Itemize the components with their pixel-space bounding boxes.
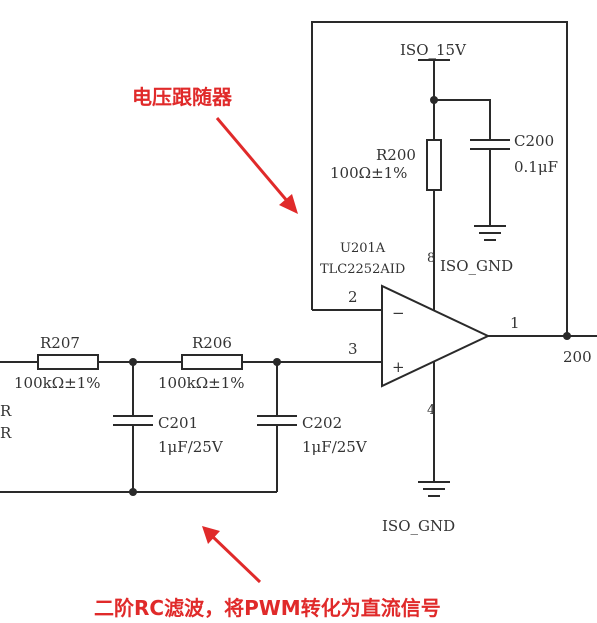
u201a-pin4-label: 4	[427, 403, 435, 418]
pin-inverting-number: 2	[348, 288, 358, 306]
ground-symbol-bottom	[418, 481, 450, 497]
c201-ref-label: C201	[158, 414, 198, 432]
arrowhead-bottom	[202, 526, 220, 544]
c200-ref-label: C200	[514, 132, 554, 150]
resistor-r206	[181, 354, 243, 370]
feedback-loop-wire	[311, 21, 568, 335]
u201a-ref-label: U201A	[340, 241, 386, 256]
top-ground-label: ISO_GND	[440, 257, 513, 275]
u201a-part-label: TLC2252AID	[320, 262, 405, 277]
clipped-output-label: 200	[563, 348, 592, 366]
annotation-arrow-top	[215, 117, 290, 203]
c202-ref-label: C202	[302, 414, 342, 432]
ground-symbol-top	[474, 225, 506, 241]
r200-value-label: 100Ω±1%	[330, 164, 407, 182]
opamp-plus-sign: +	[392, 358, 405, 376]
resistor-r207	[37, 354, 99, 370]
opamp-minus-sign: −	[392, 304, 405, 322]
c200-top-lead	[434, 99, 491, 140]
resistor-r200	[426, 139, 442, 191]
r200-ref-label: R200	[376, 146, 416, 164]
c201-value-label: 1μF/25V	[158, 438, 224, 456]
pin-noninverting-number: 3	[348, 340, 358, 358]
u201a-pin8-label: 8	[427, 251, 435, 266]
c202-value-label: 1μF/25V	[302, 438, 368, 456]
annotation-arrow-bottom	[210, 534, 262, 584]
supply-net-label: ISO_15V	[400, 41, 467, 59]
pin-output-number: 1	[510, 314, 520, 332]
r206-value-label: 100kΩ±1%	[158, 374, 245, 392]
rc-filter-note: 二阶RC滤波，将PWM转化为直流信号	[94, 596, 441, 620]
arrowhead-top	[279, 194, 298, 214]
junction-dot	[129, 488, 137, 496]
r207-value-label: 100kΩ±1%	[14, 374, 101, 392]
c200-value-label: 0.1μF	[514, 158, 558, 176]
output-junction-dot	[563, 332, 571, 340]
r206-ref-label: R206	[192, 334, 232, 352]
r207-ref-label: R207	[40, 334, 80, 352]
voltage-follower-note: 电压跟随器	[132, 85, 233, 109]
bottom-ground-label: ISO_GND	[382, 517, 455, 535]
